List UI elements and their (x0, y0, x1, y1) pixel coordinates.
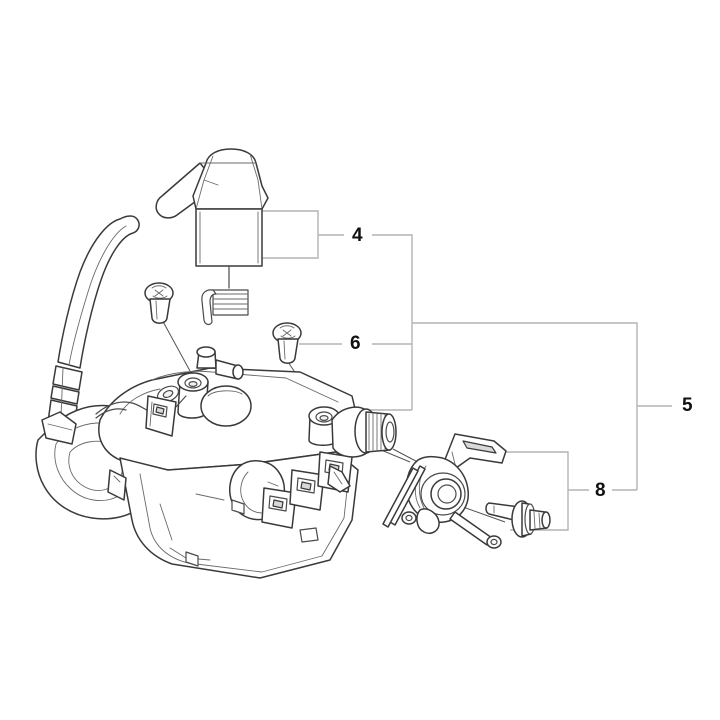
bracket-5-span (412, 322, 638, 490)
body-foot-bracket (327, 465, 351, 493)
connector-block-left (145, 395, 177, 437)
part-spark-plug-boot (155, 148, 269, 289)
leader-lines-group (200, 210, 672, 531)
part-screw-right-upper (272, 322, 302, 364)
part-flange-bolt (485, 500, 551, 538)
callout-label-6[interactable]: 6 (350, 333, 361, 354)
part-engine-body (35, 346, 397, 579)
part-screw-left-upper (144, 282, 174, 324)
pointer-screw-left (159, 315, 197, 383)
ignition-module-shaft (331, 406, 397, 458)
part-contact-spring (201, 289, 249, 326)
diaphragm-dome (200, 385, 252, 427)
callout-label-8[interactable]: 8 (595, 480, 606, 501)
callout-label-4[interactable]: 4 (352, 225, 363, 246)
part-throttle-housing (382, 433, 507, 549)
bracket-8 (500, 451, 569, 531)
callout-label-5[interactable]: 5 (682, 395, 693, 416)
bracket-5-left-upper (372, 234, 413, 410)
vent-stack (196, 346, 244, 380)
